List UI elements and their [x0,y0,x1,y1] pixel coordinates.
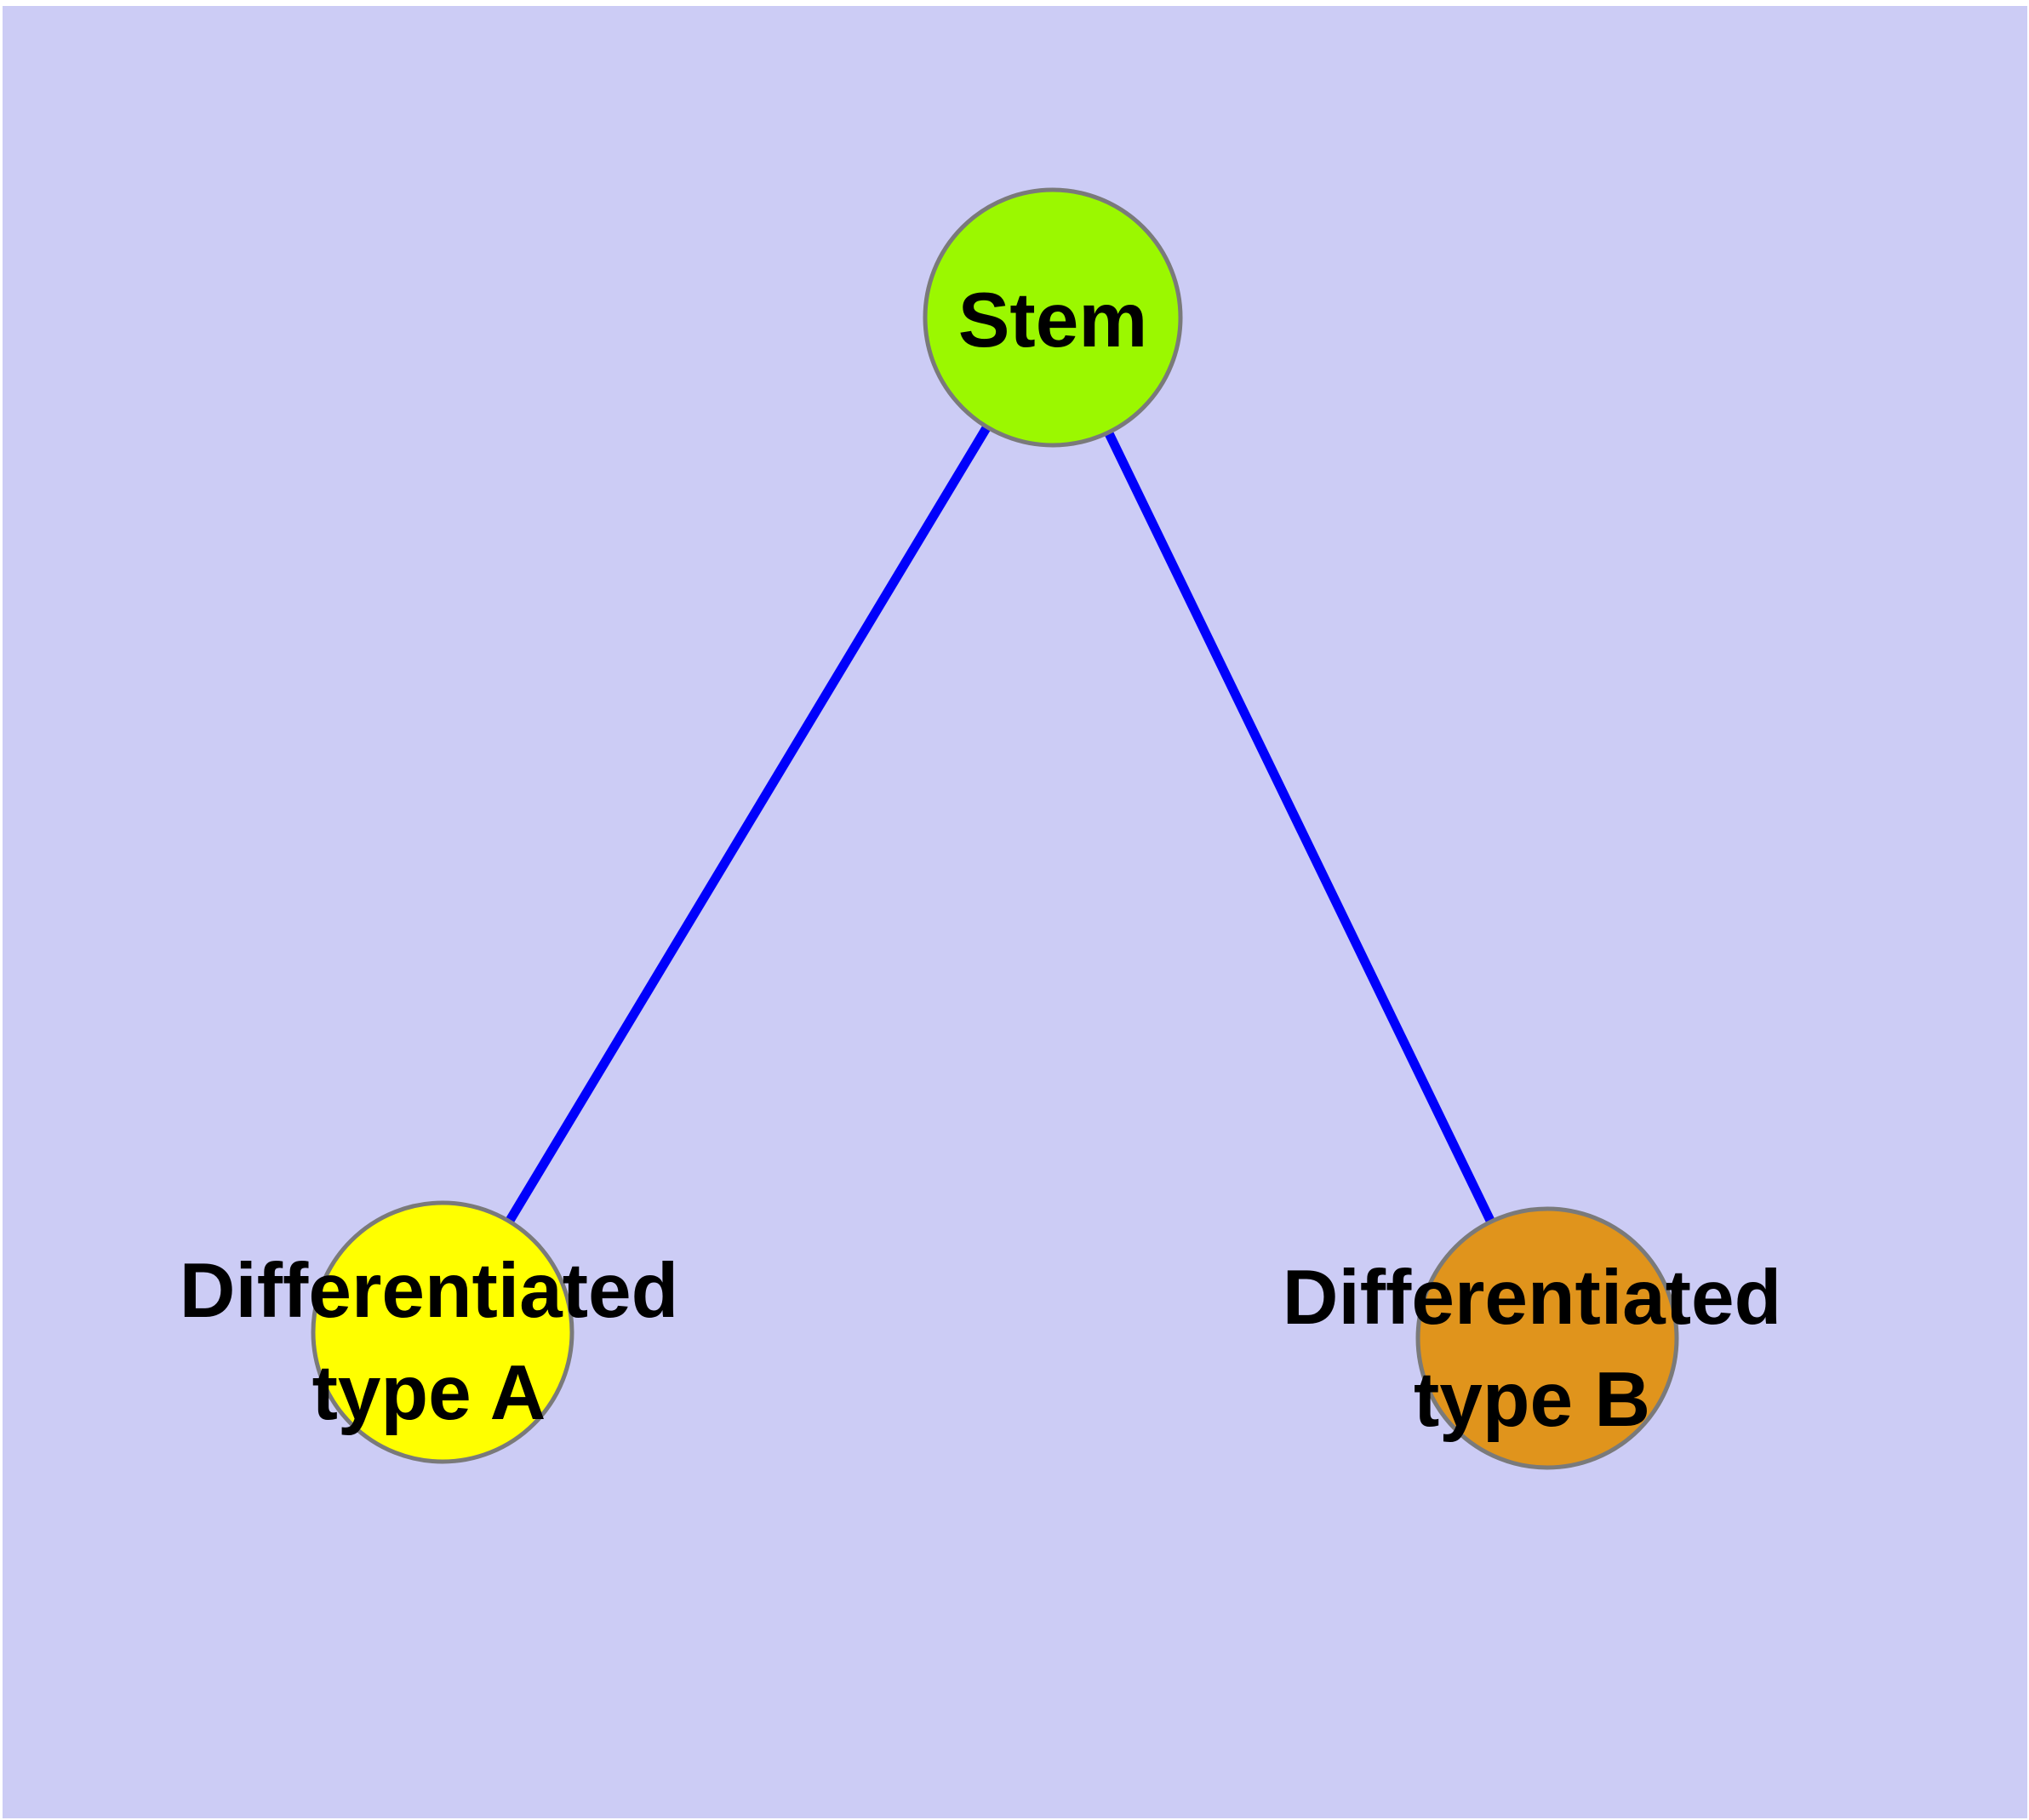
node-type-b-label-line2: type B [1414,1357,1650,1443]
edge-stem-to-type-b [1049,315,1552,1341]
nodes-layer [311,187,1679,1470]
node-type-a-label-line1: Differentiated [180,1248,679,1334]
node-type-a-circle [311,1200,574,1464]
edges-layer [438,315,1552,1341]
edge-stem-to-type-a [438,315,1057,1335]
node-type-a-label-line2: type A [312,1350,546,1436]
node-type-b-label-line1: Differentiated [1283,1255,1782,1341]
labels-layer: Stem Differentiated type A Differentiate… [180,278,1782,1443]
node-stem-circle [923,187,1183,448]
node-stem-label: Stem [958,278,1148,363]
node-type-b-circle [1415,1206,1679,1470]
